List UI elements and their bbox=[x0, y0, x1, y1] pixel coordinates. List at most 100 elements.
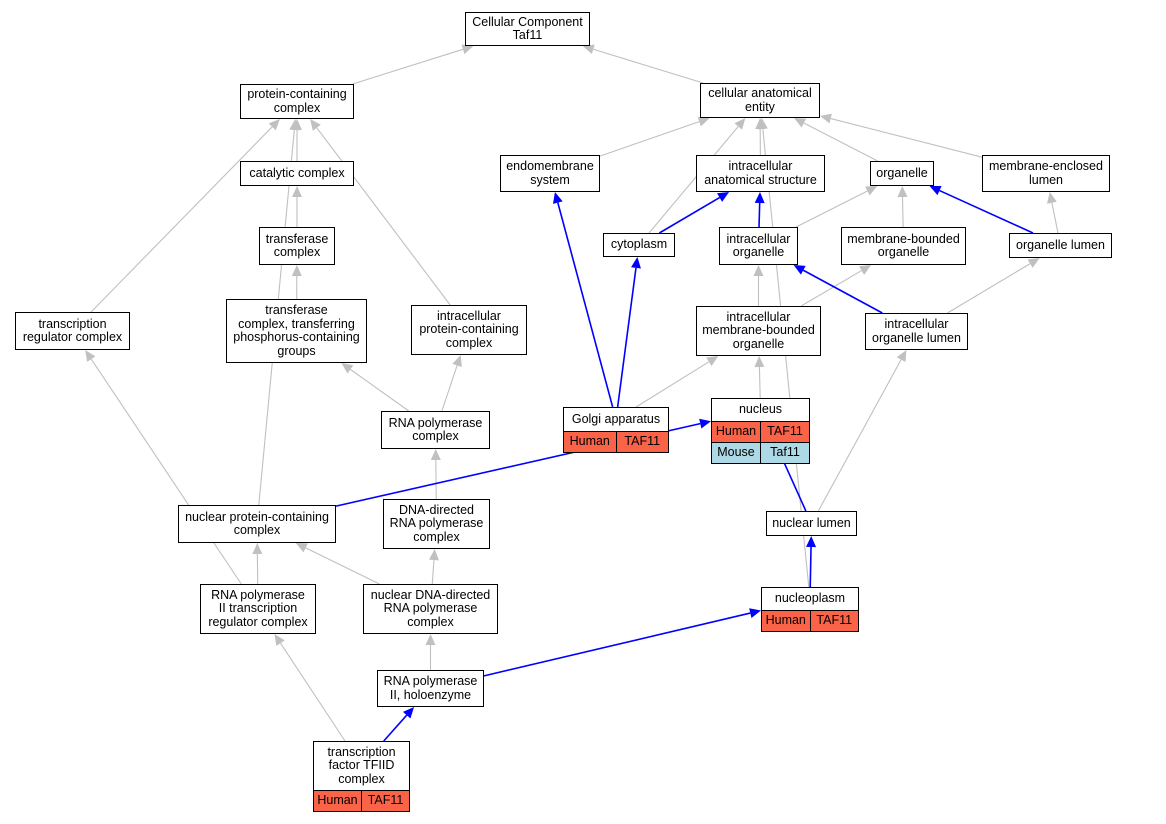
golgi-apparatus-annotation-human: Human TAF11 bbox=[563, 431, 669, 453]
gene-cell: TAF11 bbox=[760, 422, 809, 442]
edge-rna_polymerase_complex-to-transferase_complex_phosphorus bbox=[350, 368, 410, 412]
edge-tfiid_complex-to-rna_pol_ii_transcription_regulator_complex bbox=[280, 642, 346, 742]
node-catalytic-complex[interactable]: catalytic complex bbox=[240, 161, 354, 186]
arrowhead-nucleoplasm-to-cellular_anatomical_entity bbox=[757, 118, 768, 130]
edge-tfiid_complex-to-rna_pol_ii_holoenzyme bbox=[383, 714, 408, 742]
node-cellular-component[interactable]: Cellular Component Taf11 bbox=[465, 12, 590, 46]
node-membrane-bounded-organelle[interactable]: membrane-bounded organelle bbox=[841, 227, 966, 265]
edge-golgi_apparatus-to-intracellular_membrane_bounded_organelle bbox=[635, 361, 710, 408]
edge-intracellular_membrane_bounded_organelle-to-membrane_bounded_organelle bbox=[800, 270, 862, 307]
edge-golgi_apparatus-to-cytoplasm bbox=[616, 267, 637, 408]
species-cell: Human bbox=[564, 432, 616, 452]
arrowhead-intracellular_organelle_lumen-to-intracellular_organelle bbox=[793, 265, 806, 275]
arrowhead-tfiid_complex-to-rna_pol_ii_transcription_regulator_complex bbox=[274, 634, 285, 646]
arrowhead-dna_directed_rna_polymerase_complex-to-rna_polymerase_complex bbox=[430, 449, 441, 461]
arrowhead-rna_pol_ii_holoenzyme-to-nucleoplasm bbox=[749, 608, 761, 618]
node-transcription-regulator-complex[interactable]: transcription regulator complex bbox=[15, 312, 130, 350]
node-rna-polymerase-ii-transcription-regulator-complex[interactable]: RNA polymerase II transcription regulato… bbox=[200, 584, 316, 634]
edge-cytoplasm-to-cellular_anatomical_entity bbox=[648, 126, 739, 234]
arrowhead-endomembrane_system-to-cellular_anatomical_entity bbox=[697, 116, 710, 127]
node-intracellular-organelle[interactable]: intracellular organelle bbox=[719, 227, 798, 265]
arrowhead-rna_pol_ii_transcription_regulator_complex-to-nuclear_protein_containing_complex bbox=[252, 543, 263, 555]
node-membrane-enclosed-lumen[interactable]: membrane-enclosed lumen bbox=[982, 155, 1110, 192]
species-cell: Mouse bbox=[712, 443, 760, 463]
edge-endomembrane_system-to-cellular_anatomical_entity bbox=[599, 121, 700, 157]
node-rna-polymerase-complex[interactable]: RNA polymerase complex bbox=[381, 411, 490, 449]
tfiid-annotation-human: Human TAF11 bbox=[313, 790, 410, 812]
edge-nucleoplasm-to-nuclear_lumen bbox=[809, 546, 812, 588]
arrowhead-rna_polymerase_complex-to-transferase_complex_phosphorus bbox=[341, 363, 354, 374]
nucleus-annotation-human: Human TAF11 bbox=[711, 421, 810, 443]
arrowhead-cellular_anatomical_entity-to-root bbox=[582, 44, 595, 55]
node-cytoplasm[interactable]: cytoplasm bbox=[603, 233, 675, 257]
edge-nuclear_dna_directed_rna_polymerase_complex-to-nuclear_protein_containing_complex bbox=[305, 547, 380, 585]
edge-rna_polymerase_complex-to-intracellular_protein_containing_complex bbox=[441, 365, 458, 412]
node-intracellular-membrane-bounded-organelle[interactable]: intracellular membrane-bounded organelle bbox=[696, 306, 821, 356]
gene-cell: TAF11 bbox=[615, 432, 668, 452]
edge-intracellular_protein_containing_complex-to-protein_containing_complex bbox=[316, 127, 451, 306]
arrowhead-transferase_complex_phosphorus-to-transferase_complex bbox=[291, 265, 302, 277]
arrowhead-membrane_bounded_organelle-to-organelle bbox=[897, 186, 908, 198]
edge-cellular_anatomical_entity-to-root bbox=[593, 48, 704, 84]
edge-membrane_enclosed_lumen-to-cellular_anatomical_entity bbox=[830, 118, 983, 158]
arrowhead-intracellular_organelle-to-organelle bbox=[865, 186, 878, 196]
node-organelle-lumen[interactable]: organelle lumen bbox=[1009, 233, 1112, 258]
node-cellular-anatomical-entity[interactable]: cellular anatomical entity bbox=[700, 83, 820, 118]
gene-cell: TAF11 bbox=[361, 791, 409, 811]
edge-protein_containing_complex-to-root bbox=[352, 48, 464, 85]
edge-transcription_regulator_complex-to-protein_containing_complex bbox=[90, 126, 273, 313]
node-transcription-factor-tfiid-complex[interactable]: transcription factor TFIID complex bbox=[313, 741, 410, 791]
node-transferase-complex-phosphorus[interactable]: transferase complex, transferring phosph… bbox=[226, 299, 367, 363]
gene-cell: Taf11 bbox=[760, 443, 809, 463]
arrowhead-transferase_complex-to-catalytic_complex bbox=[292, 186, 302, 197]
arrowhead-rna_polymerase_complex-to-intracellular_protein_containing_complex bbox=[452, 355, 462, 368]
edge-nucleoplasm-to-cellular_anatomical_entity bbox=[762, 128, 810, 588]
edge-organelle_lumen-to-organelle bbox=[939, 189, 1034, 234]
edge-organelle-to-cellular_anatomical_entity bbox=[803, 122, 878, 162]
arrowhead-intracellular_membrane_bounded_organelle-to-membrane_bounded_organelle bbox=[859, 265, 872, 275]
arrowhead-transcription_regulator_complex-to-protein_containing_complex bbox=[268, 119, 280, 131]
node-organelle[interactable]: organelle bbox=[870, 161, 934, 186]
nucleoplasm-annotation-human: Human TAF11 bbox=[761, 610, 859, 632]
edge-rna_pol_ii_transcription_regulator_complex-to-transcription_regulator_complex bbox=[90, 358, 242, 585]
edge-organelle_lumen-to-membrane_enclosed_lumen bbox=[1051, 202, 1059, 234]
node-endomembrane-system[interactable]: endomembrane system bbox=[500, 155, 600, 192]
node-transferase-complex[interactable]: transferase complex bbox=[259, 227, 335, 265]
edge-rna_pol_ii_holoenzyme-to-nucleoplasm bbox=[483, 612, 751, 677]
edge-cytoplasm-to-intracellular_anatomical_structure bbox=[658, 196, 720, 234]
arrowhead-protein_containing_complex-to-root bbox=[461, 44, 474, 55]
node-nucleoplasm[interactable]: nucleoplasm bbox=[761, 587, 859, 611]
arrowhead-nucleoplasm-to-nuclear_lumen bbox=[806, 536, 817, 548]
arrowhead-tfiid_complex-to-rna_pol_ii_holoenzyme bbox=[402, 707, 415, 719]
edge-golgi_apparatus-to-endomembrane_system bbox=[557, 202, 614, 408]
node-protein-containing-complex[interactable]: protein-containing complex bbox=[240, 84, 354, 119]
arrowhead-organelle-to-cellular_anatomical_entity bbox=[794, 118, 807, 128]
gene-cell: TAF11 bbox=[809, 611, 858, 631]
node-nucleus[interactable]: nucleus bbox=[711, 398, 810, 422]
arrowhead-golgi_apparatus-to-cytoplasm bbox=[631, 257, 641, 269]
node-nuclear-lumen[interactable]: nuclear lumen bbox=[766, 511, 857, 536]
node-dna-directed-rna-polymerase-complex[interactable]: DNA-directed RNA polymerase complex bbox=[383, 499, 490, 549]
node-intracellular-anatomical-structure[interactable]: intracellular anatomical structure bbox=[696, 155, 825, 192]
arrowhead-golgi_apparatus-to-endomembrane_system bbox=[552, 192, 563, 204]
arrowhead-rna_pol_ii_holoenzyme-to-nuclear_dna_directed_rna_polymerase_complex bbox=[425, 634, 436, 645]
arrowhead-nuclear_lumen-to-intracellular_organelle_lumen bbox=[896, 350, 907, 363]
node-rna-polymerase-ii-holoenzyme[interactable]: RNA polymerase II, holoenzyme bbox=[377, 670, 484, 707]
edge-intracellular_organelle-to-organelle bbox=[795, 190, 868, 228]
arrowhead-rna_pol_ii_transcription_regulator_complex-to-transcription_regulator_complex bbox=[85, 350, 96, 362]
arrowhead-nuclear_dna_directed_rna_polymerase_complex-to-dna_directed_rna_polymerase_complex bbox=[428, 549, 439, 561]
node-nuclear-protein-containing-complex[interactable]: nuclear protein-containing complex bbox=[178, 505, 336, 543]
edge-membrane_bounded_organelle-to-organelle bbox=[901, 196, 904, 228]
edge-nuclear_dna_directed_rna_polymerase_complex-to-dna_directed_rna_polymerase_complex bbox=[431, 559, 435, 585]
arrowhead-intracellular_membrane_bounded_organelle-to-intracellular_organelle bbox=[753, 265, 764, 276]
node-golgi-apparatus[interactable]: Golgi apparatus bbox=[563, 407, 669, 432]
arrowhead-cytoplasm-to-cellular_anatomical_entity bbox=[734, 118, 746, 130]
arrowhead-nucleus-to-intracellular_membrane_bounded_organelle bbox=[754, 356, 765, 368]
edge-nuclear_lumen-to-intracellular_organelle_lumen bbox=[817, 359, 902, 512]
node-nuclear-dna-directed-rna-polymerase-complex[interactable]: nuclear DNA-directed RNA polymerase comp… bbox=[363, 584, 498, 634]
edge-intracellular_organelle_lumen-to-organelle_lumen bbox=[947, 263, 1031, 314]
species-cell: Human bbox=[762, 611, 810, 631]
node-intracellular-organelle-lumen[interactable]: intracellular organelle lumen bbox=[865, 313, 968, 350]
node-intracellular-protein-containing-complex[interactable]: intracellular protein-containing complex bbox=[411, 305, 527, 355]
